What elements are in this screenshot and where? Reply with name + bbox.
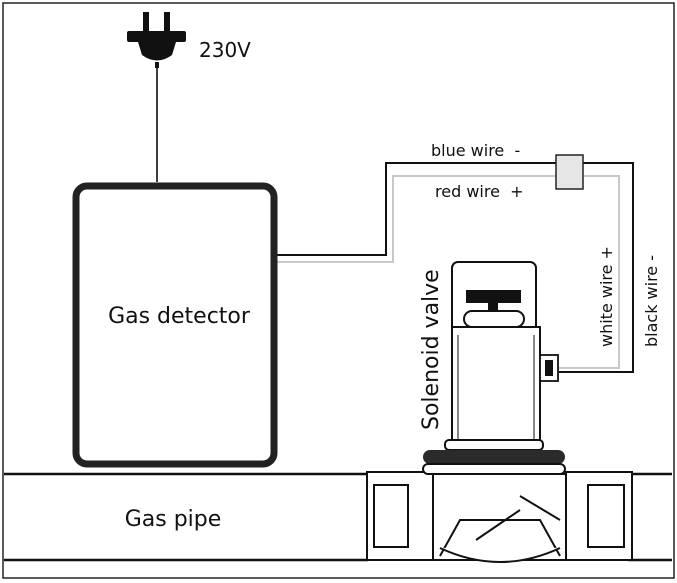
black-wire	[277, 162, 634, 373]
gas-detector-box	[72, 182, 278, 468]
gray-wire	[277, 175, 620, 369]
wire-connector	[555, 154, 584, 190]
red-wire-label: red wire +	[435, 182, 524, 201]
gas-pipe-label: Gas pipe	[125, 507, 222, 532]
valve-body	[366, 464, 633, 563]
power-plug-icon	[127, 12, 186, 68]
power-voltage-label: 230V	[199, 38, 251, 62]
valve-seal-ring	[423, 450, 565, 464]
wire-bundle	[277, 162, 634, 373]
blue-wire-label: blue wire -	[431, 141, 520, 160]
solenoid-coil	[422, 261, 566, 475]
gas-detector-label: Gas detector	[108, 304, 251, 329]
white-wire-label: white wire +	[597, 246, 616, 347]
solenoid-valve-label: Solenoid valve	[419, 269, 444, 430]
solenoid-top-bar	[466, 290, 521, 303]
black-wire-label: black wire -	[642, 255, 661, 347]
